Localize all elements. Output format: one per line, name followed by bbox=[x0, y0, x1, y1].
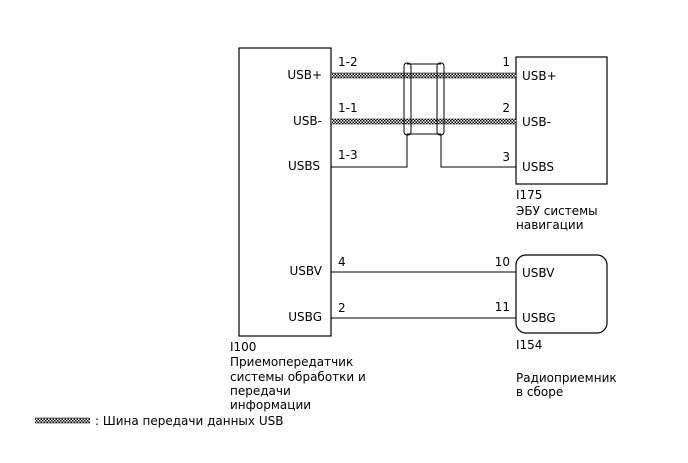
i154-pin-usbv-num: 10 bbox=[495, 255, 510, 269]
i100-pin-usbv-num: 4 bbox=[338, 255, 346, 269]
i100-pin-usbg-name: USBG bbox=[288, 310, 322, 324]
i100-pin-usb-plus-name: USB+ bbox=[287, 68, 322, 82]
i100-name-line-4: информации bbox=[230, 398, 311, 412]
i100-pin-usbs-num: 1-3 bbox=[338, 148, 358, 162]
i175-pin-usbs-name: USBS bbox=[522, 160, 554, 174]
i100-name-line-3: передачи bbox=[230, 384, 291, 398]
i175-pin-usb-plus-name: USB+ bbox=[522, 69, 557, 83]
unit-i100-box bbox=[238, 47, 332, 337]
i100-pin-usbg-num: 2 bbox=[338, 301, 346, 315]
unit-i175-box bbox=[515, 56, 608, 185]
i100-pin-usb-minus-num: 1-1 bbox=[338, 101, 358, 115]
i154-pin-usbg-name: USBG bbox=[522, 311, 556, 325]
i175-pin-usb-minus-num: 2 bbox=[502, 101, 510, 115]
i100-name-line-1: Приемопередатчик bbox=[230, 355, 353, 369]
i100-pin-usbs-name: USBS bbox=[288, 159, 320, 173]
i100-pin-usb-plus-num: 1-2 bbox=[338, 55, 358, 69]
i100-pin-usb-minus-name: USB- bbox=[293, 114, 322, 128]
i100-name-line-2: системы обработки и bbox=[230, 370, 366, 384]
i175-pin-usb-minus-name: USB- bbox=[522, 115, 551, 129]
wire-usbs bbox=[331, 134, 516, 168]
i175-id: I175 bbox=[516, 188, 542, 202]
i154-name-line-2: в сборе bbox=[516, 385, 563, 399]
legend: : Шина передачи данных USB bbox=[35, 414, 283, 428]
usb-data-bus bbox=[331, 72, 516, 125]
i154-pin-usbv-name: USBV bbox=[522, 266, 555, 280]
i175-name-line-1: ЭБУ системы bbox=[516, 204, 598, 218]
i154-pin-usbg-num: 11 bbox=[495, 300, 510, 314]
legend-text: : Шина передачи данных USB bbox=[95, 414, 283, 428]
i175-pin-usb-plus-num: 1 bbox=[502, 55, 510, 69]
i154-id: I154 bbox=[516, 338, 542, 352]
i175-name-line-2: навигации bbox=[516, 218, 584, 232]
i100-pin-usbv-name: USBV bbox=[290, 264, 323, 278]
i154-name-line-1: Радиоприемник bbox=[516, 371, 617, 385]
i175-pin-usbs-num: 3 bbox=[502, 150, 510, 164]
i100-id: I100 bbox=[230, 340, 256, 354]
unit-i154-box bbox=[515, 254, 608, 334]
